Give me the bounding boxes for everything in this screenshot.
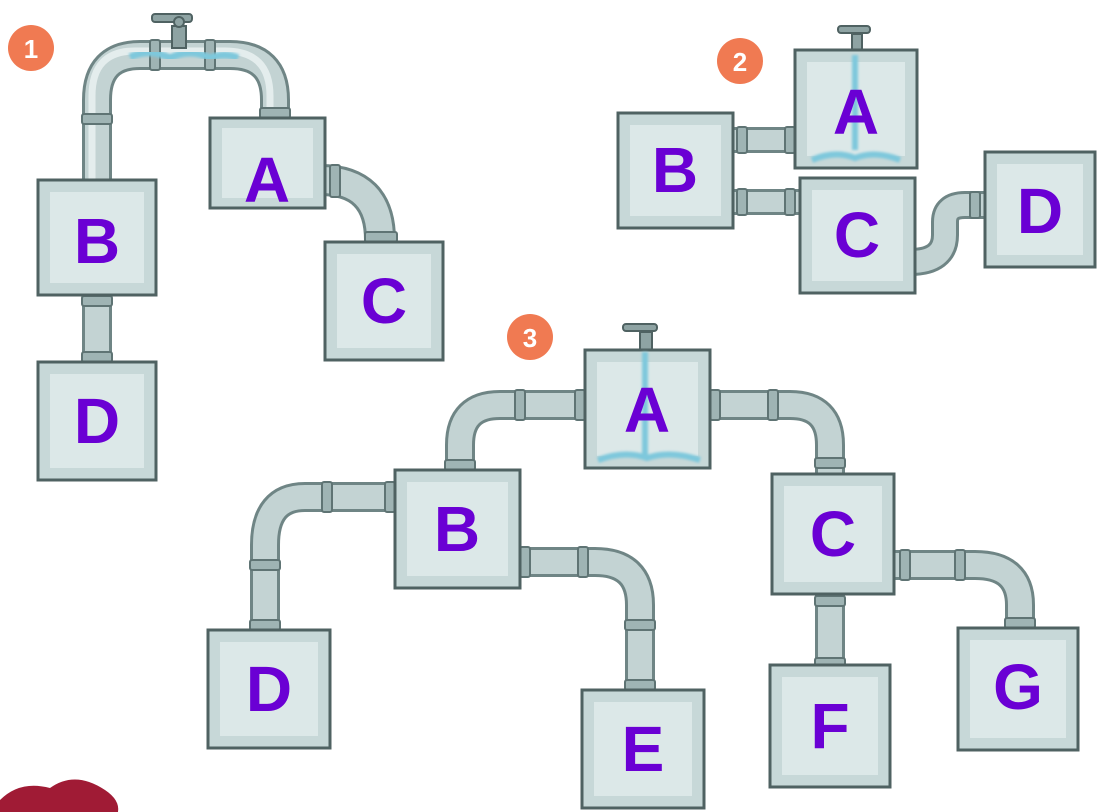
puzzle-2: A B C D — [616, 48, 1097, 295]
box-label-D: D — [1017, 175, 1063, 247]
box-label-C: C — [361, 265, 407, 337]
box-label-B: B — [652, 134, 698, 206]
box-label-A: A — [244, 144, 290, 216]
faucet-icon — [151, 13, 193, 49]
badge-layer: 1 2 3 — [8, 25, 763, 360]
box-label-D: D — [74, 385, 120, 457]
tank-2-C: C — [798, 176, 917, 295]
box-layer: A B C D A — [36, 48, 1097, 810]
tank-3-F: F — [768, 663, 892, 789]
tank-1-C: C — [323, 240, 445, 362]
box-label-B: B — [74, 205, 120, 277]
pipe-layer — [81, 39, 1036, 695]
water-splash-icon — [596, 352, 701, 463]
puzzle-3-number: 3 — [523, 323, 537, 353]
puzzle-2-badge: 2 — [717, 38, 763, 84]
pipe-rings — [81, 39, 1036, 691]
box-label-G: G — [993, 651, 1043, 723]
box-label-E: E — [622, 713, 665, 785]
box-label-D: D — [246, 653, 292, 725]
tank-3-D: D — [206, 628, 332, 750]
box-label-C: C — [834, 199, 880, 271]
tank-2-A: A — [793, 48, 919, 170]
box-label-C: C — [810, 498, 856, 570]
tank-3-E: E — [580, 688, 706, 810]
tank-1-A: A — [208, 116, 327, 216]
tank-3-A: A — [583, 348, 712, 470]
box-label-A: A — [624, 374, 670, 446]
tank-1-B: B — [36, 178, 158, 297]
tank-3-C: C — [770, 472, 896, 596]
box-label-F: F — [810, 690, 849, 762]
box-label-B: B — [434, 493, 480, 565]
puzzle-1-number: 1 — [24, 34, 38, 64]
water-splash-icon — [128, 49, 240, 62]
tank-3-B: B — [393, 468, 522, 590]
faucet-icon — [622, 323, 658, 353]
decorative-blob-icon — [0, 779, 119, 812]
pipe-elbow-icon — [250, 482, 400, 635]
puzzle-1-badge: 1 — [8, 25, 54, 71]
tank-3-G: G — [956, 626, 1080, 752]
puzzle-1: A B C D — [36, 116, 445, 482]
tank-2-D: D — [983, 150, 1097, 269]
puzzle-3: A B C D E — [206, 348, 1080, 810]
faucet-icon — [837, 25, 871, 53]
water-splash-icon — [810, 55, 902, 163]
puzzle-3-pipes — [250, 390, 1035, 695]
tank-2-B: B — [616, 111, 735, 230]
box-label-A: A — [833, 76, 879, 148]
puzzle-2-number: 2 — [733, 47, 747, 77]
tank-1-D: D — [36, 360, 158, 482]
puzzle-3-badge: 3 — [507, 314, 553, 360]
